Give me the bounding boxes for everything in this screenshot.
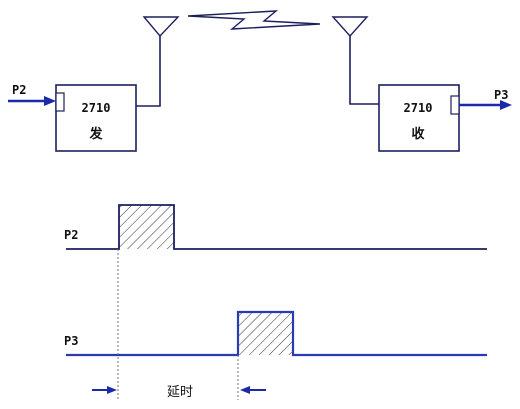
trace-p2-label: P2 [64,228,78,242]
timing-diagram: P2 P3 延时 [64,204,487,400]
receiver-antenna-icon [331,16,369,38]
receiver-model: 2710 [404,101,433,115]
receiver-port [450,95,460,115]
p2-pulse-fill [119,205,174,249]
receiver-box [378,84,460,152]
p3-pulse-fill [238,312,293,355]
delay-label: 延时 [167,385,193,400]
wireless-link-icon [187,10,321,30]
delay-arrow-right-head [240,386,250,394]
transmitter-antenna-icon [142,16,180,38]
input-arrow-head [44,96,56,106]
trace-p3-label: P3 [64,334,78,348]
receiver-antenna-feed [349,36,379,105]
p2-trace [66,204,487,250]
receiver-role: 收 [411,126,425,142]
receiver-group: 2710 收 P3 [331,16,512,152]
transmitter-model: 2710 [82,101,111,115]
delay-arrow-left-head [107,386,117,394]
p3-trace [66,310,487,357]
transmitter-box [55,84,137,152]
transmitter-antenna-feed [136,36,161,107]
transmitter-role: 发 [88,126,103,142]
transmitter-port [55,92,65,112]
input-label-p2: P2 [12,83,26,97]
output-arrow-head [500,100,512,110]
transmitter-group: P2 2710 发 [8,16,180,152]
output-label-p3: P3 [494,88,508,102]
